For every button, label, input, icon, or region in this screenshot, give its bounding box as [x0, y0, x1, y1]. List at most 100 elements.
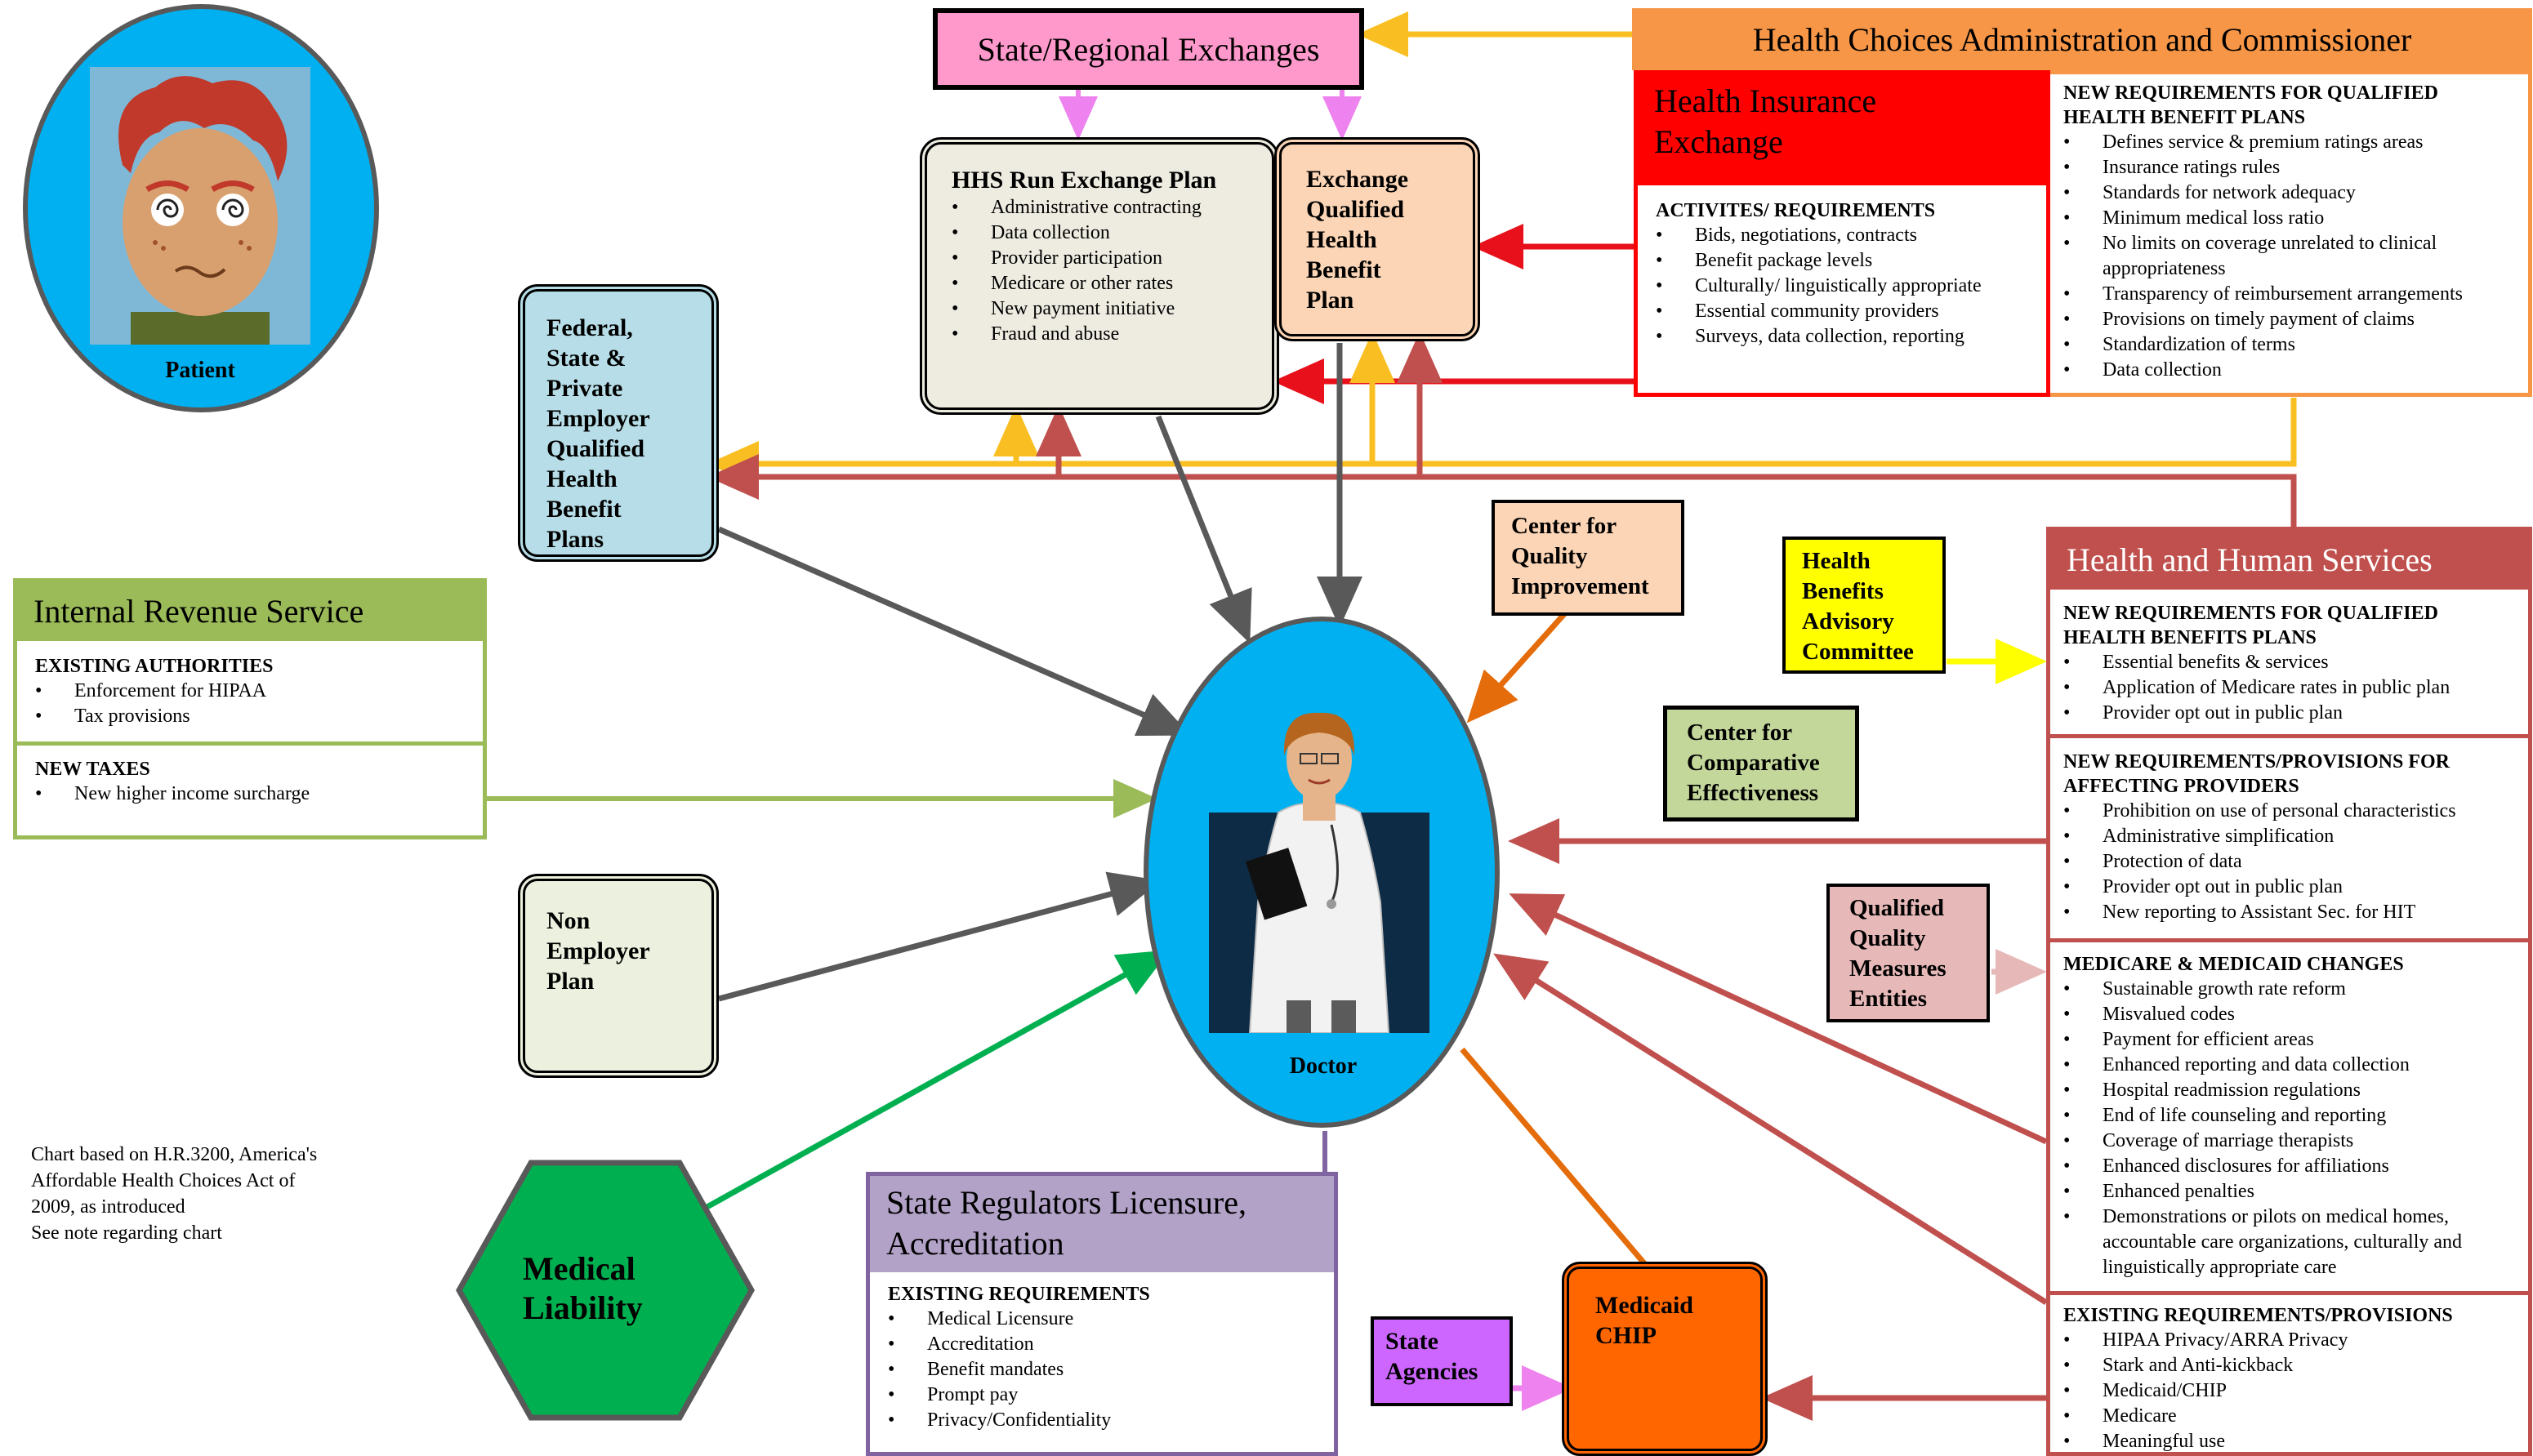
- hexagon-shape: [455, 1160, 756, 1421]
- hhs-run-item: Fraud and abuse: [952, 322, 1272, 347]
- qhbp-item: Standards for network adequacy: [2063, 180, 2528, 206]
- hbac-line: Advisory: [1802, 608, 1894, 634]
- irs-existing-heading: EXISTING AUTHORITIES: [35, 656, 274, 677]
- state-regulators-title-line: Accreditation: [886, 1225, 1064, 1262]
- medicaid-line: Medicaid: [1595, 1292, 1693, 1319]
- irs-existing-list: Enforcement for HIPAATax provisions: [35, 679, 483, 729]
- exchange-qualified-line: Health: [1306, 226, 1377, 253]
- arrow-cqi-to-doctor: [1466, 612, 1567, 724]
- hhs-s2-heading-line: AFFECTING PROVIDERS: [2063, 776, 2299, 797]
- hhs-s1-item: Provider opt out in public plan: [2063, 701, 2528, 726]
- hhs-s1-item: Essential benefits & services: [2063, 650, 2528, 675]
- arrow-hhs-existing-to-doctor: [1493, 953, 2048, 1305]
- non-employer-line: Non: [546, 907, 591, 934]
- hhs-s3-item: Enhanced penalties: [2063, 1179, 2528, 1204]
- qhbp-item: Standardization of terms: [2063, 332, 2528, 358]
- patient-illustration: [90, 67, 310, 345]
- federal-line: Qualified: [546, 435, 645, 462]
- federal-line: Health: [546, 465, 618, 492]
- qhbp-item: No limits on coverage unrelated to clini…: [2063, 231, 2528, 282]
- hhs-s2-item: Administrative simplification: [2063, 824, 2528, 849]
- hbac-line: Health: [1802, 548, 1871, 574]
- line-medicaid-to-doctor: [1460, 1047, 1651, 1271]
- arrow-hhs-run-to-doctor: [1155, 415, 1252, 643]
- federal-line: Benefit: [546, 496, 622, 523]
- hie-section-heading: ACTIVITES/ REQUIREMENTS: [1656, 200, 1936, 221]
- qhbp-item: Insurance ratings rules: [2063, 155, 2528, 180]
- hie-title-line: Health Insurance: [1654, 82, 1877, 119]
- federal-line: Plans: [546, 526, 604, 553]
- hie-title-line: Exchange: [1654, 123, 1783, 160]
- hhs-run-exchange-title: HHS Run Exchange Plan: [952, 167, 1217, 194]
- medical-liability-line: Medical: [523, 1250, 635, 1287]
- hhs-s1-item: Application of Medicare rates in public …: [2063, 675, 2528, 701]
- hhs-run-exchange-list: Administrative contractingData collectio…: [952, 195, 1272, 347]
- hhs-s2-item: Prohibition on use of personal character…: [2063, 799, 2528, 824]
- state-regulators-item: Privacy/Confidentiality: [888, 1408, 1334, 1433]
- hhs-s4-item: Medicare: [2063, 1404, 2528, 1429]
- hbac-line: Benefits: [1802, 578, 1884, 604]
- irs-new-taxes-heading: NEW TAXES: [35, 759, 150, 780]
- hhs-title: Health and Human Services: [2067, 541, 2433, 578]
- line-hhs-maroon-distribution: [707, 454, 2297, 527]
- state-regulators-header: State Regulators Licensure,Accreditation: [870, 1176, 1334, 1272]
- hhs-s4-item: Stark and Anti-kickback: [2063, 1353, 2528, 1378]
- hhs-run-exchange-box: HHS Run Exchange Plan Administrative con…: [920, 137, 1279, 415]
- non-employer-line: Plan: [546, 968, 595, 995]
- hhs-s1-heading-line: NEW REQUIREMENTS FOR QUALIFIED: [2063, 603, 2438, 624]
- hhs-run-item: Medicare or other rates: [952, 271, 1272, 296]
- non-employer-line: Employer: [546, 937, 650, 964]
- exchange-qualified-line: Qualified: [1306, 196, 1405, 223]
- state-agencies-line: State: [1385, 1328, 1438, 1355]
- cce-line: Comparative: [1687, 750, 1820, 776]
- hhs-s3-item: Enhanced reporting and data collection: [2063, 1053, 2528, 1078]
- hhs-box: Health and Human Services NEW REQUIREMEN…: [2046, 527, 2532, 1456]
- state-regional-exchanges-box: State/Regional Exchanges: [933, 8, 1364, 90]
- qqme-line: Measures: [1849, 955, 1947, 982]
- hhs-s3-item: Enhanced disclosures for affiliations: [2063, 1154, 2528, 1179]
- exchange-qualified-line: Exchange: [1306, 166, 1409, 193]
- hhs-s3-item: Payment for efficient areas: [2063, 1027, 2528, 1053]
- irs-new-taxes-list: New higher income surcharge: [35, 781, 483, 807]
- note-line: 2009, as introduced: [31, 1196, 185, 1218]
- note-line: Chart based on H.R.3200, America's: [31, 1144, 318, 1165]
- hie-item: Surveys, data collection, reporting: [1656, 324, 2046, 350]
- patient-label: Patient: [165, 358, 235, 383]
- cce-line: Effectiveness: [1687, 780, 1819, 806]
- hhs-s3-item: Sustainable growth rate reform: [2063, 977, 2528, 1002]
- qhbp-item: Data collection: [2063, 358, 2528, 383]
- exchange-qualified-line: Benefit: [1306, 256, 1381, 283]
- hhs-s2-item: Protection of data: [2063, 849, 2528, 875]
- hhs-s3-item: Misvalued codes: [2063, 1002, 2528, 1027]
- irs-header: Internal Revenue Service: [17, 582, 483, 641]
- hhs-s3-item: Hospital readmission regulations: [2063, 1078, 2528, 1103]
- state-regulators-item: Accreditation: [888, 1332, 1334, 1357]
- arrow-federal-to-doctor: [717, 526, 1191, 737]
- hhs-s2-item: New reporting to Assistant Sec. for HIT: [2063, 900, 2528, 925]
- hie-list: Bids, negotiations, contractsBenefit pac…: [1656, 223, 2046, 350]
- hhs-run-item: Data collection: [952, 220, 1272, 246]
- doctor-figure: [1209, 712, 1429, 1034]
- health-choices-admin-title: Health Choices Administration and Commis…: [1752, 20, 2412, 58]
- cqi-line: Quality: [1511, 543, 1588, 569]
